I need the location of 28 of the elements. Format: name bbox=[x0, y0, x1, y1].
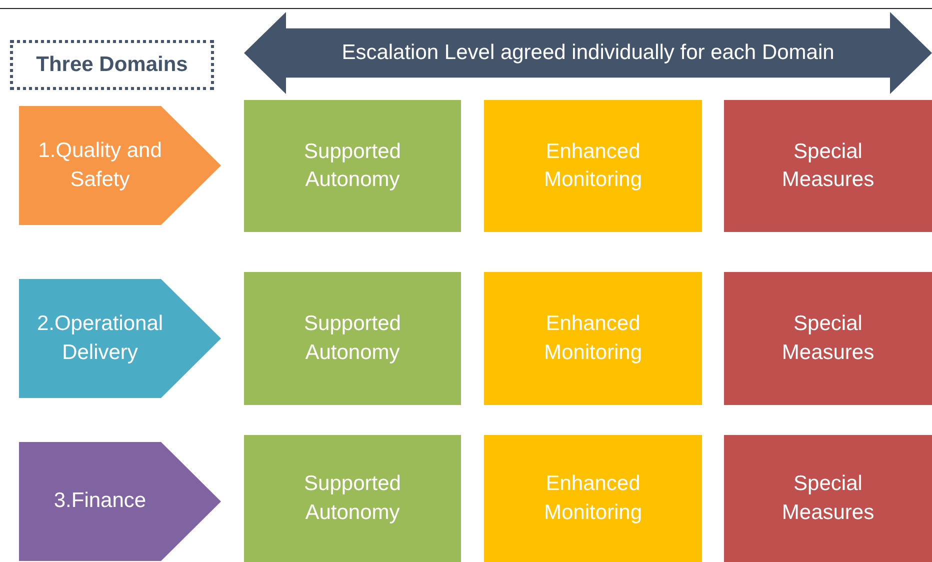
dotted-title-box bbox=[10, 40, 214, 90]
node-label: Enhanced Monitoring bbox=[542, 471, 644, 526]
level-box bbox=[724, 435, 932, 562]
node-label: Supported Autonomy bbox=[303, 311, 402, 366]
node-label: Escalation Level agreed individually for each Domain bbox=[342, 40, 834, 66]
node-label: Enhanced Monitoring bbox=[542, 138, 644, 193]
node-label: Supported Autonomy bbox=[303, 471, 402, 526]
node-label: Supported Autonomy bbox=[303, 138, 402, 193]
node-label: Special Measures bbox=[780, 471, 876, 526]
double-arrow-banner bbox=[244, 12, 932, 94]
level-box bbox=[724, 100, 932, 232]
level-box bbox=[244, 272, 461, 405]
node-label: Enhanced Monitoring bbox=[542, 311, 644, 366]
level-box bbox=[484, 435, 702, 562]
node-label: 2.Operational Delivery bbox=[36, 311, 164, 366]
node-label: Special Measures bbox=[780, 138, 876, 193]
chevron-shape bbox=[19, 442, 221, 561]
level-box bbox=[724, 272, 932, 405]
level-box bbox=[484, 272, 702, 405]
node-label: 3.Finance bbox=[54, 488, 146, 514]
level-box bbox=[244, 100, 461, 232]
node-label: Three Domains bbox=[36, 52, 188, 78]
level-box bbox=[484, 100, 702, 232]
node-label: Special Measures bbox=[780, 311, 876, 366]
level-box bbox=[244, 435, 461, 562]
chevron-shape bbox=[19, 106, 221, 225]
chevron-shape bbox=[19, 279, 221, 398]
node-label: 1.Quality and Safety bbox=[37, 138, 163, 192]
